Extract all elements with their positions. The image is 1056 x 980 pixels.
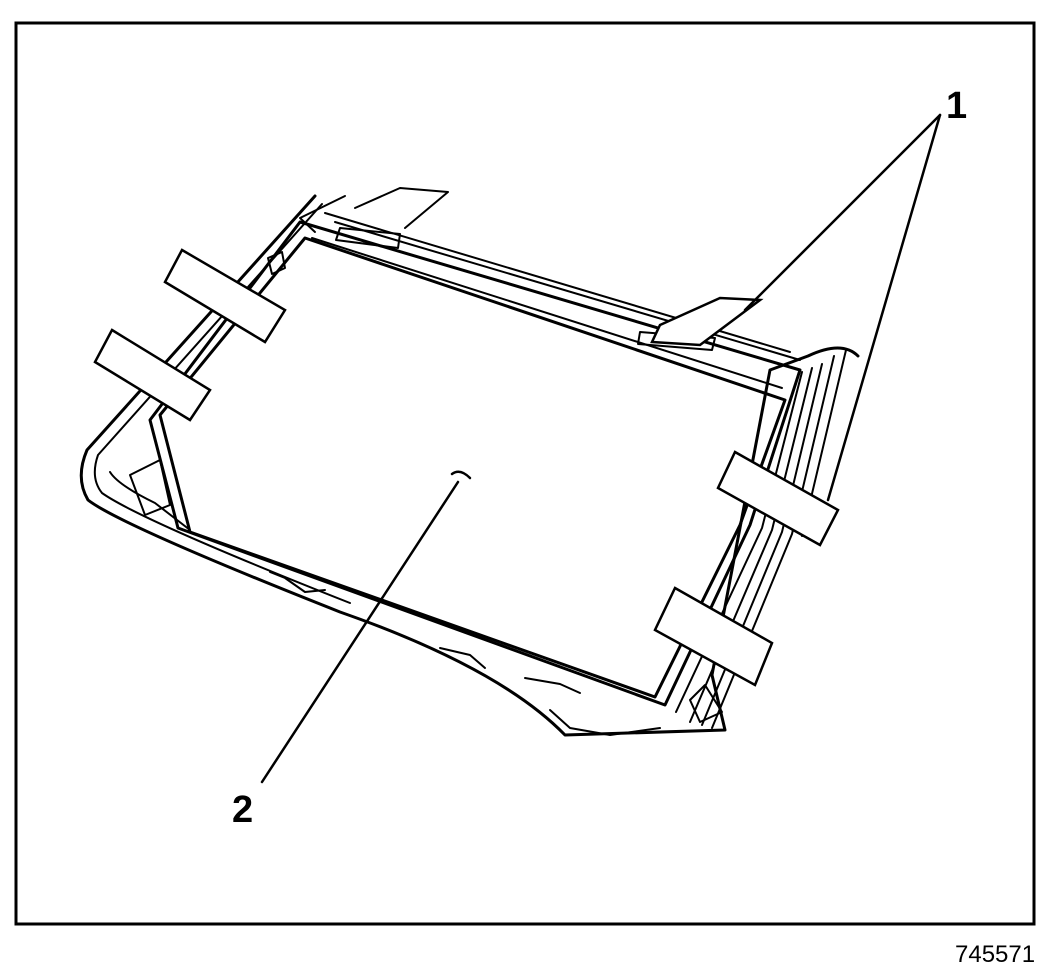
- roof-flange-line: [299, 195, 346, 233]
- body-opening-outer: [79, 194, 860, 737]
- roof-panel-top: [354, 187, 449, 229]
- leader-line-1-b: [826, 113, 942, 502]
- leader-lines: [260, 113, 942, 784]
- glass-outer-edge: [148, 220, 802, 707]
- callout-2: 2: [232, 789, 253, 831]
- cowl-detail-1: [269, 571, 326, 593]
- leader-line-2: [260, 480, 460, 784]
- cowl-detail-4: [549, 709, 661, 736]
- cowl-detail-3: [524, 677, 581, 694]
- callout-1: 1: [946, 85, 967, 127]
- figure-border: [14, 21, 1036, 926]
- tape-strip-top-right: [650, 296, 764, 347]
- leader-line-1-a: [743, 113, 942, 312]
- cowl-detail-2: [439, 647, 486, 669]
- left-corner-bracket: [129, 459, 171, 516]
- tape-strip-left: [93, 328, 212, 422]
- right-corner-bracket: [689, 684, 723, 723]
- leader-line-2-hook: [450, 470, 472, 480]
- body-opening-inner: [93, 203, 351, 604]
- roof-clip: [335, 227, 401, 249]
- tape-strip-upper-left: [163, 248, 287, 344]
- flange-edge-line: [109, 471, 191, 531]
- glass-inner-edge: [158, 236, 787, 699]
- top-molding-2: [334, 221, 801, 361]
- figure-id: 745571: [955, 941, 1035, 968]
- top-left-clip: [267, 251, 286, 275]
- tape-strip-right: [716, 450, 840, 547]
- top-molding-3: [311, 237, 783, 389]
- tape-strips: [93, 248, 840, 687]
- tape-strip-lower-right: [653, 586, 774, 687]
